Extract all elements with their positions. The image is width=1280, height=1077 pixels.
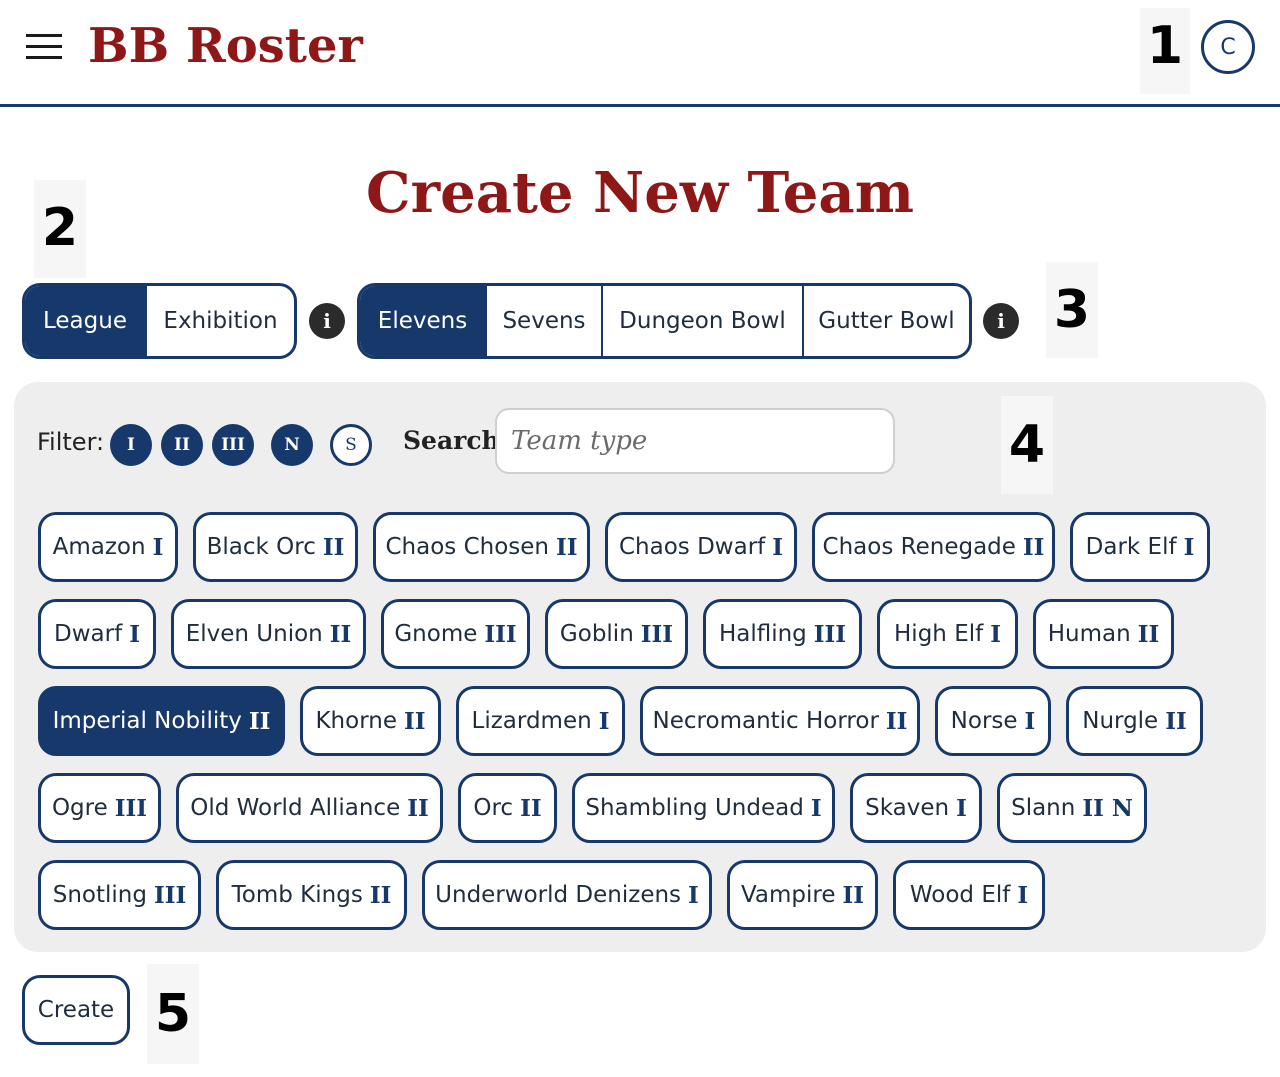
app-brand-title[interactable]: BB Roster [88, 18, 363, 74]
callout-4: 4 [1001, 396, 1053, 494]
filter-chip-tier-1[interactable]: I [110, 424, 152, 466]
filter-label: Filter: [37, 428, 105, 456]
callout-1: 1 [1140, 8, 1190, 94]
user-avatar[interactable]: C [1201, 20, 1255, 74]
hamburger-menu-icon[interactable] [26, 34, 62, 60]
search-label: Search [403, 426, 500, 455]
callout-2: 2 [34, 180, 86, 278]
filter-chip-nuffle[interactable]: N [271, 424, 313, 466]
team-type-search-input[interactable] [495, 408, 895, 474]
format-dungeon-bowl-button[interactable]: Dungeon Bowl [601, 286, 802, 356]
filter-chip-tier-3[interactable]: III [212, 424, 254, 466]
format-sevens-button[interactable]: Sevens [485, 286, 601, 356]
callout-5: 5 [147, 964, 199, 1064]
mode-league-button[interactable]: League [25, 286, 145, 356]
filter-chip-tier-2[interactable]: II [161, 424, 203, 466]
app-header: BB Roster 1 C [0, 0, 1280, 107]
format-elevens-button[interactable]: Elevens [360, 286, 485, 356]
filter-chip-sevens[interactable]: S [330, 424, 372, 466]
format-gutter-bowl-button[interactable]: Gutter Bowl [802, 286, 969, 356]
format-toggle: Elevens Sevens Dungeon Bowl Gutter Bowl [357, 283, 972, 359]
callout-3: 3 [1046, 262, 1098, 358]
create-button[interactable]: Create [22, 975, 130, 1045]
format-info-icon[interactable]: i [983, 303, 1019, 339]
mode-toggle: League Exhibition [22, 283, 297, 359]
page-title: Create New Team [366, 160, 914, 226]
mode-info-icon[interactable]: i [309, 303, 345, 339]
mode-exhibition-button[interactable]: Exhibition [145, 286, 294, 356]
